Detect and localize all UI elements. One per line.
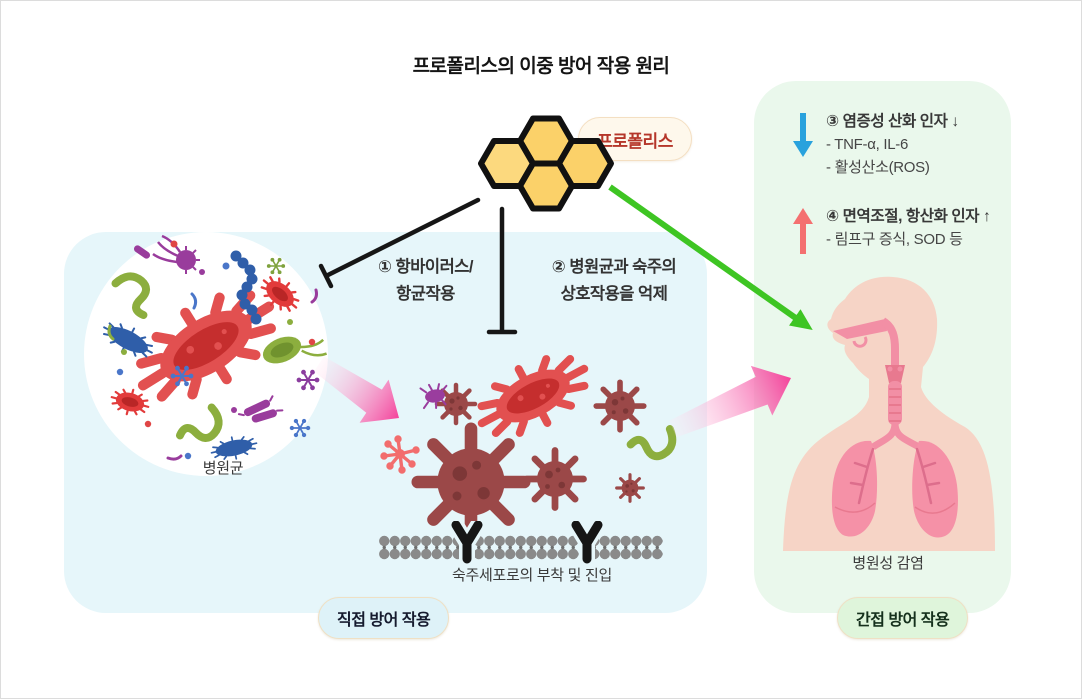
decrease-item-title: ③ 염증성 산화 인자 ↓ bbox=[826, 113, 959, 130]
virus-cluster-illustration bbox=[379, 346, 683, 536]
blue-down-arrow-icon bbox=[793, 113, 813, 157]
action-antiviral-line1: ① 항바이러스/ bbox=[377, 258, 474, 276]
receptor-icon bbox=[568, 521, 606, 567]
immune-factor-item: ④ 면역조절, 항산화 인자 ↑ - 림프구 증식, SOD 등 bbox=[793, 205, 1008, 254]
pathogen-circle-illustration bbox=[84, 232, 328, 476]
indirect-defense-badge: 간접 방어 작용 bbox=[837, 597, 969, 639]
purple-rod-cluster bbox=[237, 395, 284, 423]
red-up-arrow-icon bbox=[793, 208, 813, 254]
action-antiviral-label: ① 항바이러스/ 항균작용 bbox=[353, 254, 498, 308]
decrease-item-line2: - 활성산소(ROS) bbox=[826, 159, 930, 176]
microbe-dots bbox=[116, 240, 316, 460]
action-antiviral-line2: 항균작용 bbox=[396, 285, 455, 303]
direct-defense-badge: 직접 방어 작용 bbox=[318, 597, 450, 639]
pathogens-label: 병원균 bbox=[202, 460, 244, 477]
inflammatory-factor-item: ③ 염증성 산화 인자 ↓ - TNF-α, IL-6 - 활성산소(ROS) bbox=[793, 110, 1008, 179]
green-bean-bacterium bbox=[262, 336, 328, 364]
human-respiratory-illustration bbox=[783, 276, 995, 551]
receptor-icon bbox=[448, 521, 486, 567]
infection-label: 병원성 감염 bbox=[852, 555, 924, 572]
honeycomb-icon bbox=[478, 115, 614, 212]
membrane-label: 숙주세포로의 부착 및 진입 bbox=[451, 567, 613, 584]
action-interaction-line2: 상호작용을 억제 bbox=[560, 285, 668, 303]
purple-mite-microbe bbox=[419, 383, 448, 410]
action-interaction-label: ② 병원균과 숙주의 상호작용을 억제 bbox=[539, 254, 689, 308]
increase-item-title: ④ 면역조절, 항산화 인자 ↑ bbox=[826, 208, 991, 225]
cell-membrane-icon bbox=[379, 521, 663, 567]
cocci-chain bbox=[230, 250, 262, 325]
page-title: 프로폴리스의 이중 방어 작용 원리 bbox=[412, 56, 670, 77]
increase-item-line1: - 림프구 증식, SOD 등 bbox=[826, 231, 963, 248]
decrease-item-line1: - TNF-α, IL-6 bbox=[826, 136, 908, 153]
microbe-crescents bbox=[107, 288, 318, 461]
respiratory-tract bbox=[831, 317, 958, 538]
action-interaction-line1: ② 병원균과 숙주의 bbox=[551, 258, 677, 276]
propolis-label: 프로폴리스 bbox=[597, 131, 673, 151]
